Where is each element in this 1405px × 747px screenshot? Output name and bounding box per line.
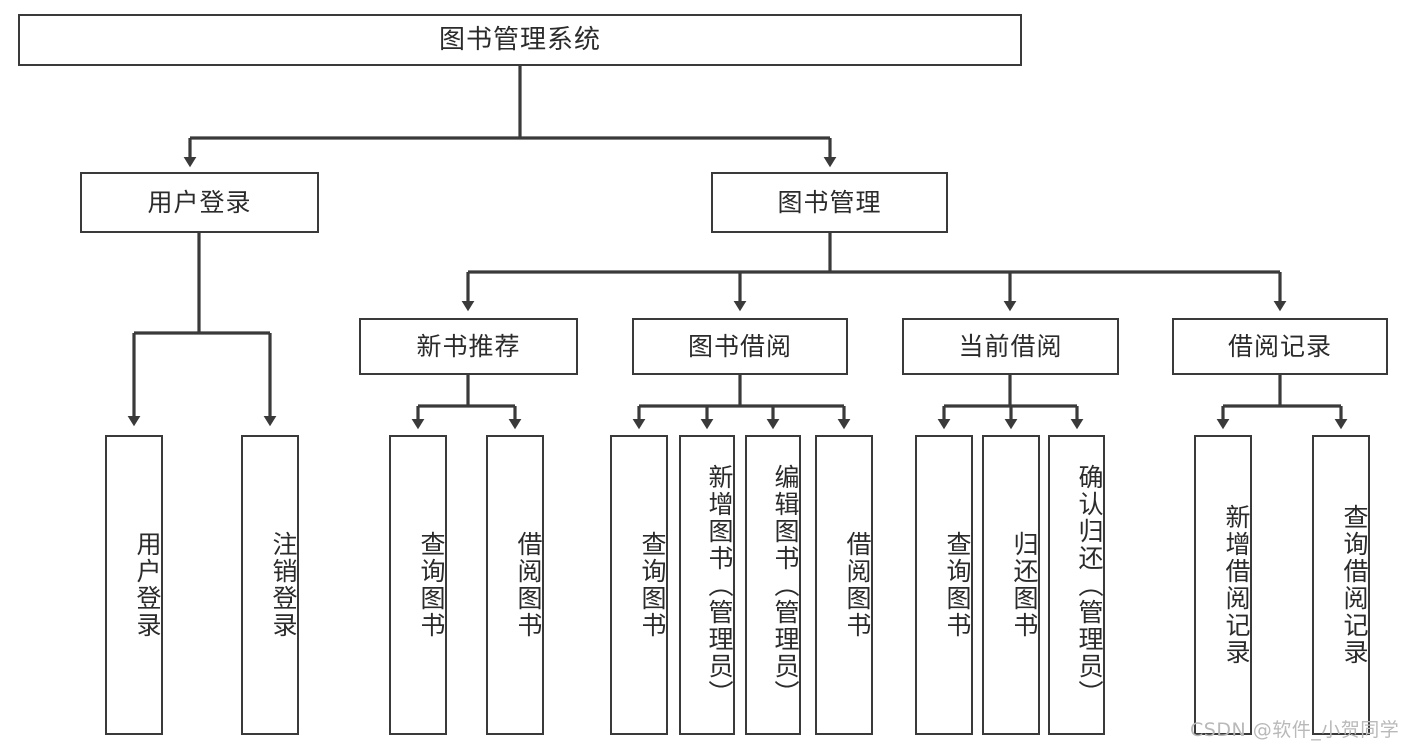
leaf-add-book-admin[interactable]: 新增图书（管理员） bbox=[679, 435, 735, 735]
leaf-query-book-current[interactable]: 查询图书 bbox=[915, 435, 973, 735]
leaf-add-borrow-record[interactable]: 新增借阅记录 bbox=[1194, 435, 1252, 735]
node-book-borrow[interactable]: 图书借阅 bbox=[632, 318, 848, 375]
node-borrow-record[interactable]: 借阅记录 bbox=[1172, 318, 1388, 375]
leaf-edit-book-admin[interactable]: 编辑图书（管理员） bbox=[745, 435, 801, 735]
node-book-management[interactable]: 图书管理 bbox=[711, 172, 948, 233]
leaf-borrow-book-recommend[interactable]: 借阅图书 bbox=[486, 435, 544, 735]
csdn-watermark: CSDN @软件_小贺同学 bbox=[1190, 719, 1400, 741]
leaf-query-borrow-record[interactable]: 查询借阅记录 bbox=[1312, 435, 1370, 735]
leaf-return-book[interactable]: 归还图书 bbox=[982, 435, 1040, 735]
node-new-book-recommend[interactable]: 新书推荐 bbox=[359, 318, 578, 375]
node-root-system[interactable]: 图书管理系统 bbox=[18, 14, 1022, 66]
leaf-query-book-recommend[interactable]: 查询图书 bbox=[389, 435, 447, 735]
leaf-user-login[interactable]: 用户登录 bbox=[105, 435, 163, 735]
leaf-borrow-book[interactable]: 借阅图书 bbox=[815, 435, 873, 735]
leaf-logout[interactable]: 注销登录 bbox=[241, 435, 299, 735]
leaf-query-book-borrow[interactable]: 查询图书 bbox=[610, 435, 668, 735]
node-user-login[interactable]: 用户登录 bbox=[80, 172, 319, 233]
leaf-confirm-return-admin[interactable]: 确认归还（管理员） bbox=[1048, 435, 1105, 735]
node-current-borrow[interactable]: 当前借阅 bbox=[902, 318, 1119, 375]
